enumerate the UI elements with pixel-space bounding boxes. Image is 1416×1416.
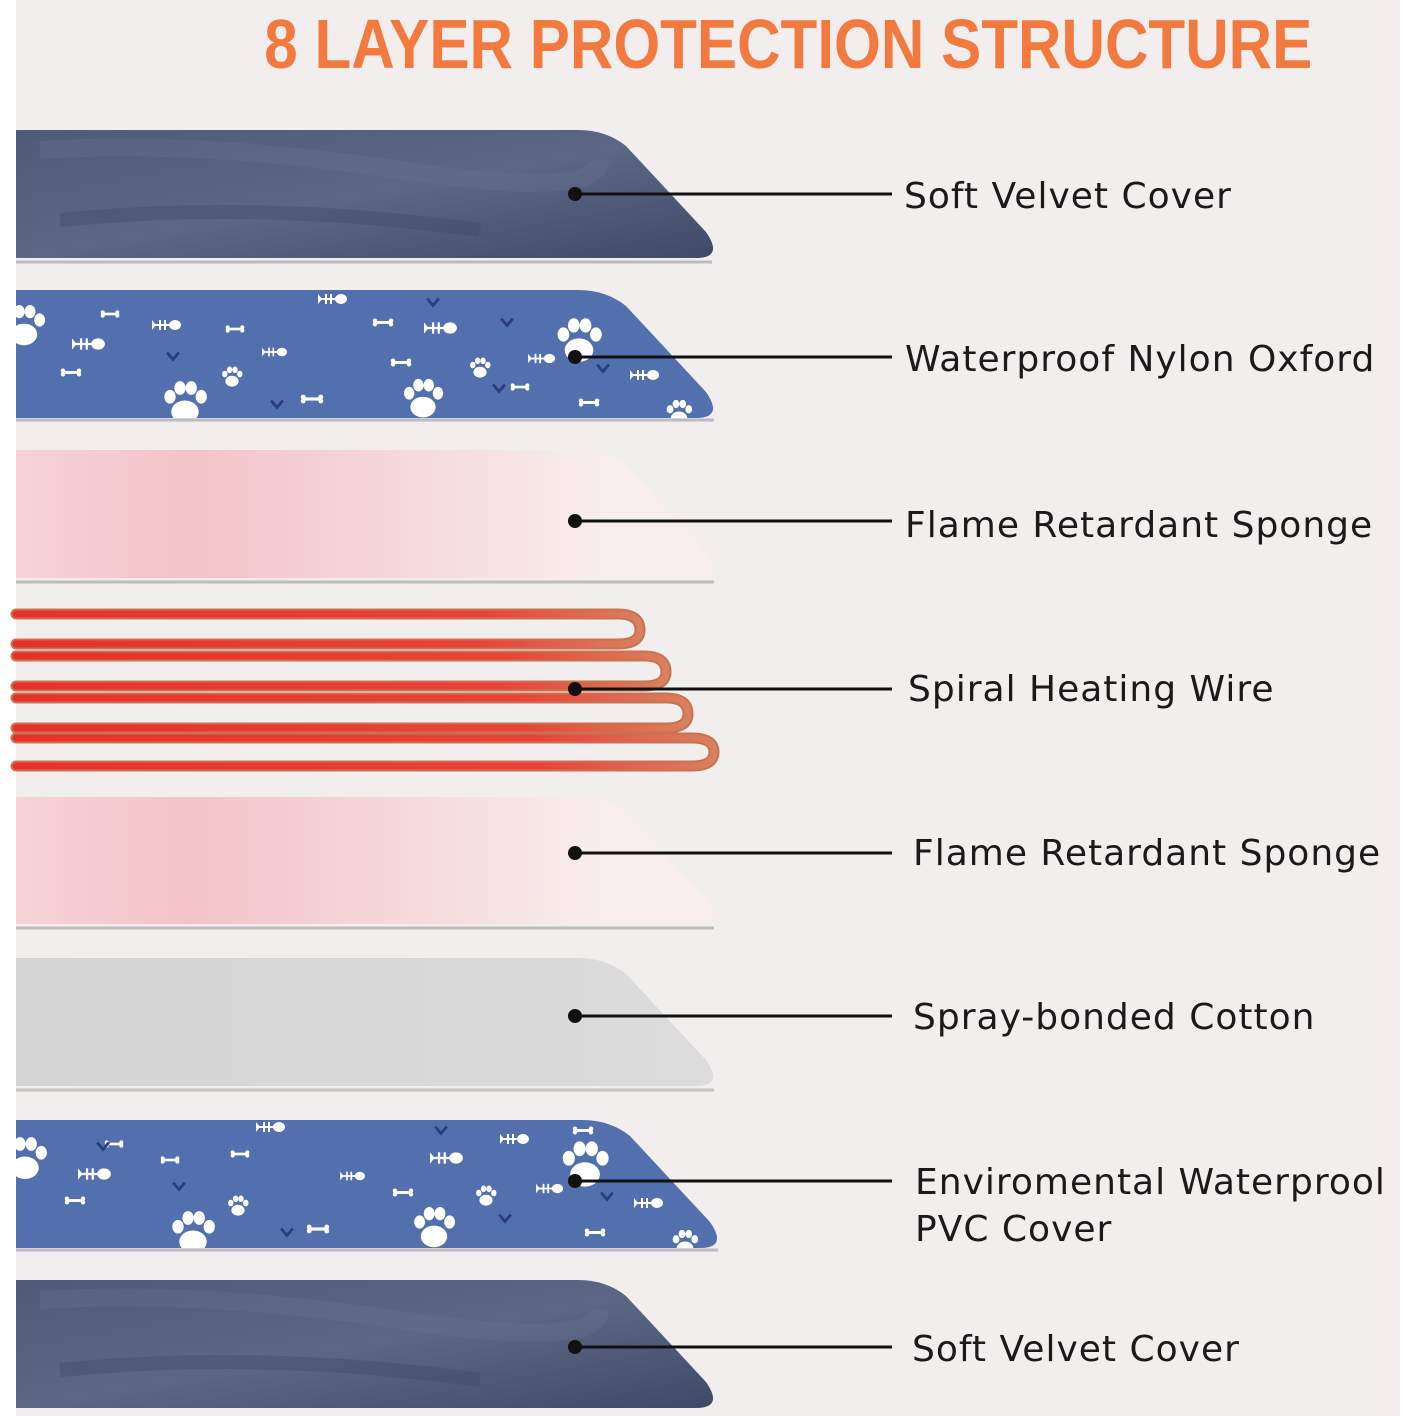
leader-dot-2 <box>568 350 582 364</box>
layer-3-label: Flame Retardant Sponge <box>905 505 1374 546</box>
layer-7-label-line2: PVC Cover <box>915 1209 1113 1250</box>
layer-1-label: Soft Velvet Cover <box>904 176 1232 217</box>
layer-heating-wire <box>10 608 720 772</box>
layer-2-label: Waterproof Nylon Oxford <box>905 339 1376 380</box>
page-title: 8 LAYER PROTECTION STRUCTURE <box>264 5 1313 83</box>
leader-dot-1 <box>568 187 582 201</box>
layer-pvc-cover <box>16 1120 718 1252</box>
layer-5-label: Flame Retardant Sponge <box>913 833 1382 874</box>
layer-flame-sponge-bottom <box>16 797 714 930</box>
layer-soft-velvet-bottom <box>16 1280 714 1408</box>
layer-spray-cotton <box>16 958 714 1092</box>
leader-dot-6 <box>568 1009 582 1023</box>
layer-7-label-line1: Enviromental Waterprool <box>915 1162 1386 1203</box>
layer-nylon-oxford <box>16 290 714 422</box>
layer-8-label: Soft Velvet Cover <box>912 1329 1240 1370</box>
leader-dots <box>568 187 582 1354</box>
leader-lines <box>575 192 892 1349</box>
leader-dot-5 <box>568 846 582 860</box>
layer-4-label: Spiral Heating Wire <box>908 669 1275 710</box>
layer-flame-sponge-top <box>16 450 714 584</box>
leader-dot-4 <box>568 682 582 696</box>
leader-dot-8 <box>568 1340 582 1354</box>
layer-soft-velvet-top <box>16 130 714 264</box>
layer-6-label: Spray-bonded Cotton <box>913 997 1316 1038</box>
leader-dot-7 <box>568 1174 582 1188</box>
leader-dot-3 <box>568 514 582 528</box>
